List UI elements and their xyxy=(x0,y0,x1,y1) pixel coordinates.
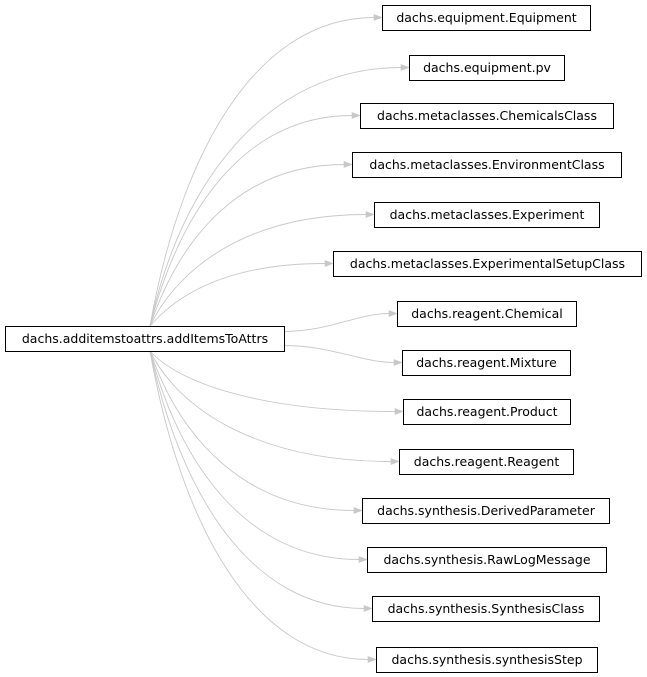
node-t7[interactable]: dachs.reagent.Mixture xyxy=(402,350,571,376)
node-t6-label: dachs.reagent.Chemical xyxy=(411,306,563,321)
node-t0-label: dachs.equipment.Equipment xyxy=(396,10,576,25)
node-t3[interactable]: dachs.metaclasses.EnvironmentClass xyxy=(352,152,622,178)
edge-arrowhead-t9 xyxy=(390,458,400,465)
edge-t13 xyxy=(149,350,369,660)
node-t1-label: dachs.equipment.pv xyxy=(423,60,551,75)
edge-t6 xyxy=(283,313,390,332)
edge-t11 xyxy=(149,350,360,560)
node-t13-label: dachs.synthesis.synthesisStep xyxy=(392,652,583,667)
edge-layer xyxy=(149,14,410,663)
node-t12[interactable]: dachs.synthesis.SynthesisClass xyxy=(372,596,600,622)
node-t6-box xyxy=(397,301,577,327)
node-t6[interactable]: dachs.reagent.Chemical xyxy=(397,301,577,327)
edge-arrowhead-t10 xyxy=(353,507,363,514)
node-t0-box xyxy=(382,5,591,31)
node-t3-box xyxy=(352,152,622,178)
node-t10-box xyxy=(362,498,610,524)
node-t12-label: dachs.synthesis.SynthesisClass xyxy=(388,601,585,616)
node-t11-label: dachs.synthesis.RawLogMessage xyxy=(383,552,590,567)
edge-t7 xyxy=(283,345,395,363)
edge-arrowhead-t11 xyxy=(358,556,368,563)
node-t10-label: dachs.synthesis.DerivedParameter xyxy=(377,503,596,518)
edge-t3 xyxy=(149,164,345,327)
edge-t10 xyxy=(149,350,355,511)
node-t10[interactable]: dachs.synthesis.DerivedParameter xyxy=(362,498,610,524)
node-t4[interactable]: dachs.metaclasses.Experiment xyxy=(374,202,600,228)
node-t1-box xyxy=(409,55,565,81)
edge-t9 xyxy=(149,350,392,462)
node-source[interactable]: dachs.additemstoattrs.addItemsToAttrs xyxy=(5,326,285,352)
edge-t0 xyxy=(149,17,375,327)
node-layer: dachs.additemstoattrs.addItemsToAttrs dac… xyxy=(5,5,642,673)
node-t3-label: dachs.metaclasses.EnvironmentClass xyxy=(369,157,604,172)
node-t5-label: dachs.metaclasses.ExperimentalSetupClass xyxy=(350,256,625,271)
node-t9[interactable]: dachs.reagent.Reagent xyxy=(399,449,574,475)
node-t8-box xyxy=(403,399,571,425)
node-t0[interactable]: dachs.equipment.Equipment xyxy=(382,5,591,31)
node-t8-label: dachs.reagent.Product xyxy=(417,404,558,419)
edge-t2 xyxy=(149,115,353,327)
edge-t12 xyxy=(149,350,365,609)
node-t7-box xyxy=(402,350,571,376)
edge-arrowhead-t12 xyxy=(363,605,373,612)
node-t9-box xyxy=(399,449,574,475)
edge-arrowhead-t5 xyxy=(324,260,334,267)
node-t2-label: dachs.metaclasses.ChemicalsClass xyxy=(377,108,597,123)
node-t13[interactable]: dachs.synthesis.synthesisStep xyxy=(376,647,598,673)
node-t5-box xyxy=(333,251,642,277)
edge-arrowhead-t8 xyxy=(394,408,404,415)
node-t9-label: dachs.reagent.Reagent xyxy=(414,454,560,469)
node-t12-box xyxy=(372,596,600,622)
edge-arrowhead-t13 xyxy=(367,656,377,663)
edge-arrowhead-t2 xyxy=(351,112,361,119)
node-source-box xyxy=(5,326,285,352)
node-source-label: dachs.additemstoattrs.addItemsToAttrs xyxy=(22,331,268,346)
node-t11-box xyxy=(367,547,607,573)
node-t11[interactable]: dachs.synthesis.RawLogMessage xyxy=(367,547,607,573)
edge-t5 xyxy=(149,263,326,327)
edge-t1 xyxy=(149,67,402,327)
node-t2-box xyxy=(360,103,614,129)
edge-arrowhead-t4 xyxy=(365,211,375,218)
node-t4-box xyxy=(374,202,600,228)
edge-arrowhead-t7 xyxy=(393,359,403,366)
node-t1[interactable]: dachs.equipment.pv xyxy=(409,55,565,81)
edge-arrowhead-t6 xyxy=(388,310,398,317)
edge-arrowhead-t0 xyxy=(373,14,383,21)
node-t13-box xyxy=(376,647,598,673)
node-t7-label: dachs.reagent.Mixture xyxy=(416,355,557,370)
node-t4-label: dachs.metaclasses.Experiment xyxy=(390,207,585,222)
node-t2[interactable]: dachs.metaclasses.ChemicalsClass xyxy=(360,103,614,129)
edge-arrowhead-t1 xyxy=(400,64,410,71)
edge-t4 xyxy=(149,214,367,327)
edge-t8 xyxy=(149,350,396,412)
node-t8[interactable]: dachs.reagent.Product xyxy=(403,399,571,425)
edge-arrowhead-t3 xyxy=(343,161,353,168)
node-t5[interactable]: dachs.metaclasses.ExperimentalSetupClass xyxy=(333,251,642,277)
